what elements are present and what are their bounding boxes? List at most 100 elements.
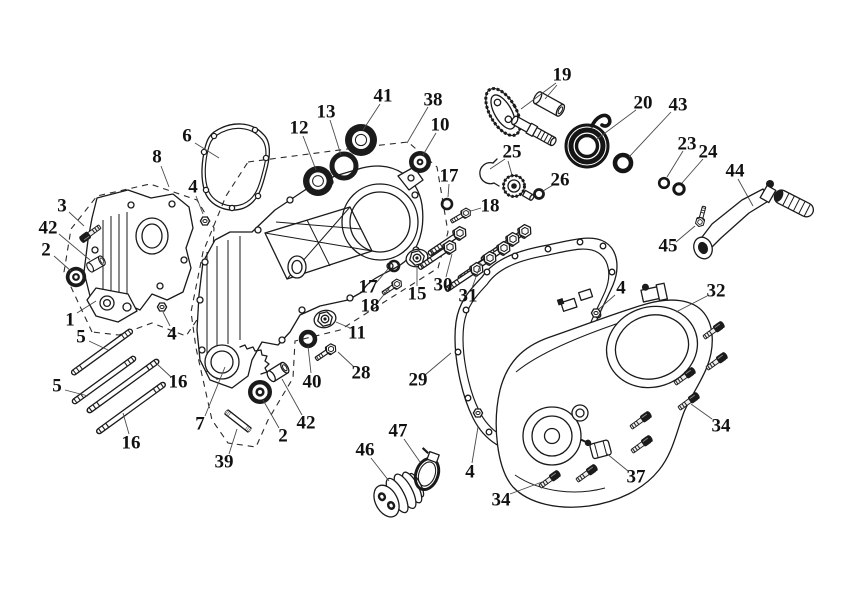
- leader-line: [160, 165, 170, 188]
- belt-cover-32: [495, 282, 713, 508]
- leader-line: [337, 351, 355, 368]
- callout-3: 3: [57, 196, 67, 217]
- leader-line: [68, 211, 85, 227]
- callout-15: 15: [408, 284, 427, 305]
- washer-26: [533, 188, 545, 200]
- stud-39: [223, 408, 253, 434]
- callout-4: 4: [167, 324, 177, 345]
- leader-line: [424, 352, 452, 376]
- cover-latch: [556, 288, 594, 312]
- leader-line: [598, 294, 616, 310]
- bearing-2-left: [65, 266, 87, 288]
- breather-joint-46: [373, 471, 425, 518]
- callout-4: 4: [465, 462, 475, 483]
- leader-line: [737, 178, 754, 207]
- callout-23: 23: [678, 134, 697, 155]
- leader-line: [403, 438, 421, 463]
- kickstart-collar: [532, 91, 566, 117]
- nut-4a: [199, 216, 211, 226]
- leader-line: [596, 109, 637, 140]
- callout-16: 16: [169, 372, 188, 393]
- leader-line: [489, 158, 506, 170]
- oil-seal-41: [345, 124, 377, 156]
- bolt-18a: [448, 206, 473, 226]
- callout-19: 19: [553, 65, 572, 86]
- transmission-rim: [341, 183, 419, 261]
- callout-42: 42: [39, 218, 58, 239]
- leader-line: [58, 233, 91, 261]
- kickstart-pedal: [773, 189, 815, 218]
- leader-line: [281, 378, 303, 416]
- leader-line: [204, 366, 226, 417]
- leader-line: [681, 158, 704, 184]
- left-crankcase-half: [83, 189, 194, 323]
- callout-29: 29: [409, 370, 428, 391]
- leader-line: [507, 160, 513, 176]
- washer-17b: [387, 259, 401, 273]
- callout-40: 40: [303, 372, 322, 393]
- bolt-45: [694, 204, 709, 229]
- leader-line: [362, 103, 381, 131]
- callout-2: 2: [278, 426, 288, 447]
- leader-line: [406, 106, 429, 144]
- leader-line: [156, 363, 172, 378]
- callout-10: 10: [431, 115, 450, 136]
- callout-38: 38: [424, 90, 443, 111]
- leader-line: [194, 142, 220, 159]
- nut-4b: [156, 302, 168, 312]
- kickstart-lever-44: [693, 180, 815, 260]
- callout-4: 4: [188, 177, 198, 198]
- leader-line: [64, 389, 89, 397]
- callout-18: 18: [481, 196, 500, 217]
- leader-line: [370, 457, 390, 482]
- callout-44: 44: [726, 161, 746, 182]
- callout-37: 37: [627, 467, 647, 488]
- washer-17a: [440, 197, 454, 211]
- leader-line: [335, 321, 351, 329]
- leader-line: [375, 268, 389, 284]
- callout-5: 5: [52, 376, 62, 397]
- callout-11: 11: [348, 323, 366, 344]
- leader-line: [628, 111, 672, 158]
- callout-47: 47: [389, 421, 409, 442]
- callout-5: 5: [76, 327, 86, 348]
- callout-12: 12: [290, 118, 309, 139]
- leader-line: [302, 135, 317, 171]
- leader-line: [53, 255, 72, 272]
- cylinder-spigot: [204, 344, 240, 380]
- kickstart-spindle-19: [484, 87, 566, 147]
- kickstart-spring-20: [564, 113, 612, 169]
- callout-7: 7: [195, 414, 205, 435]
- oil-seal-12: [303, 166, 333, 196]
- flange-nut-11: [311, 307, 339, 331]
- group-outline-left-crankcase: [63, 183, 215, 337]
- leader-line: [471, 262, 482, 289]
- crankcase-gasket: [200, 123, 271, 212]
- callout-31: 31: [459, 286, 478, 307]
- callout-43: 43: [669, 95, 688, 116]
- leader-line: [690, 403, 713, 420]
- bolt-28: [312, 341, 339, 364]
- callout-46: 46: [356, 440, 375, 461]
- callout-20: 20: [634, 93, 653, 114]
- cable-clamp-37: [580, 438, 612, 460]
- nut-4c: [590, 308, 602, 318]
- callout-8: 8: [152, 147, 162, 168]
- callout-25: 25: [503, 142, 522, 163]
- ring-43: [612, 152, 634, 174]
- leader-line: [447, 183, 450, 198]
- leader-line: [262, 399, 280, 429]
- nut-4d: [472, 408, 484, 418]
- leader-line: [307, 345, 312, 374]
- callout-39: 39: [215, 452, 234, 473]
- leader-line: [520, 82, 557, 110]
- stud-16b: [94, 380, 168, 436]
- callout-2: 2: [41, 240, 51, 261]
- callout-13: 13: [317, 102, 336, 123]
- callout-30: 30: [434, 275, 453, 296]
- leader-line: [445, 253, 453, 278]
- callout-17: 17: [440, 166, 460, 187]
- starter-pinion-25: [479, 158, 535, 201]
